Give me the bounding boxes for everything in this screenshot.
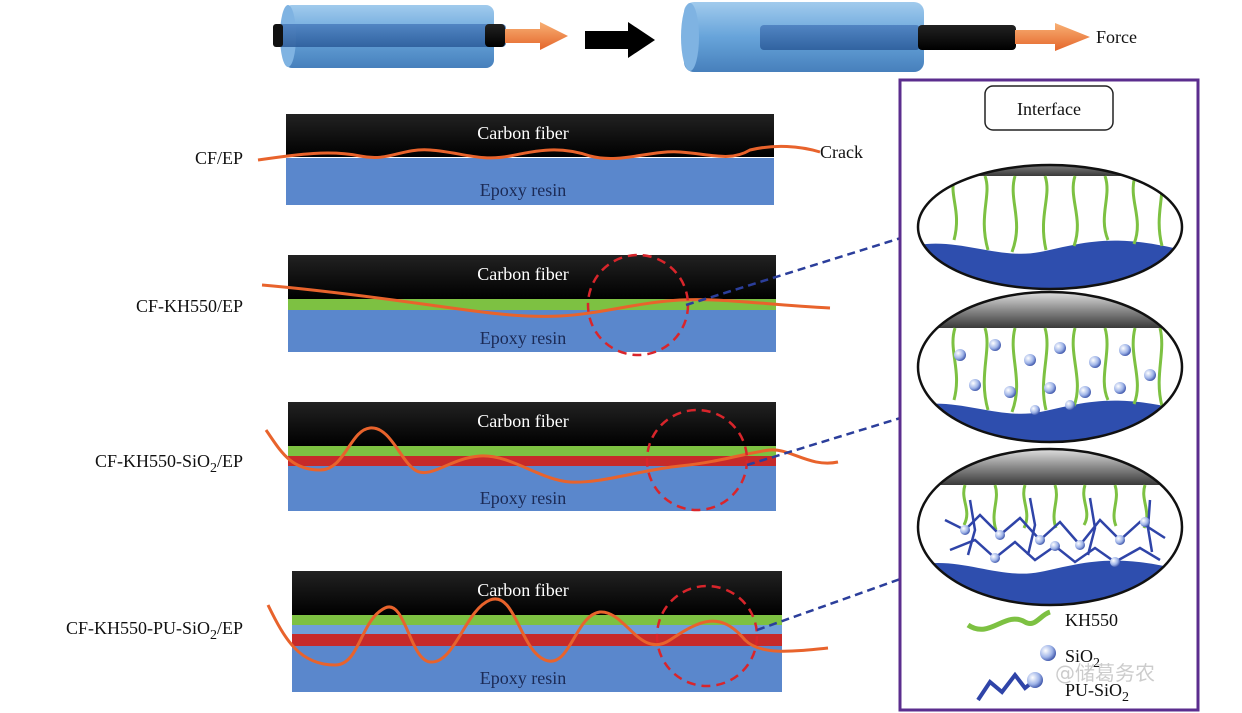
sample-label-cf-kh550-sio2-ep: CF-KH550-SiO2/EP <box>95 451 243 476</box>
interface-zoom-circle <box>645 408 749 512</box>
sample-cf-ep: Carbon fiber Epoxy resin Crack <box>257 114 863 205</box>
zoom-connector-lines <box>685 230 921 632</box>
fiber-label: Carbon fiber <box>477 411 568 431</box>
interface-title: Interface <box>1017 99 1081 119</box>
transition-arrow <box>585 22 655 58</box>
fiber-label: Carbon fiber <box>477 123 568 143</box>
watermark-text: @储葛务农 <box>1055 661 1155 685</box>
legend-kh550: KH550 <box>1065 610 1118 630</box>
legend-pu-sio2: PU-SiO2 <box>1065 680 1129 705</box>
sample-cf-kh550-sio2-ep: Carbon fiber Epoxy resin <box>264 402 839 512</box>
sample-cf-kh550-ep: Carbon fiber Epoxy resin <box>261 253 831 357</box>
interface-title-box <box>984 85 1114 131</box>
crack-label: Crack <box>820 142 863 162</box>
interface-zoom-circle <box>655 584 759 688</box>
sample-label-cf-kh550-ep: CF-KH550/EP <box>136 296 243 316</box>
pu-network-icon <box>976 671 1043 702</box>
fiber-label: Carbon fiber <box>477 580 568 600</box>
resin-label: Epoxy resin <box>480 488 566 508</box>
resin-label: Epoxy resin <box>480 180 566 200</box>
resin-label: Epoxy resin <box>480 328 566 348</box>
silica-sphere-icon <box>1040 645 1056 661</box>
pullout-after <box>681 2 1090 72</box>
legend-sio2: SiO2 <box>1065 646 1100 671</box>
sample-cf-kh550-pu-sio2-ep: Carbon fiber Epoxy resin <box>266 571 829 692</box>
fiber-label: Carbon fiber <box>477 264 568 284</box>
sample-label-cf-ep: CF/EP <box>195 148 243 168</box>
sample-label-cf-kh550-pu-sio2-ep: CF-KH550-PU-SiO2/EP <box>66 618 243 643</box>
pullout-before <box>273 5 568 68</box>
resin-label: Epoxy resin <box>480 668 566 688</box>
force-label: Force <box>1096 27 1137 47</box>
green-chain-icon <box>966 609 1051 632</box>
